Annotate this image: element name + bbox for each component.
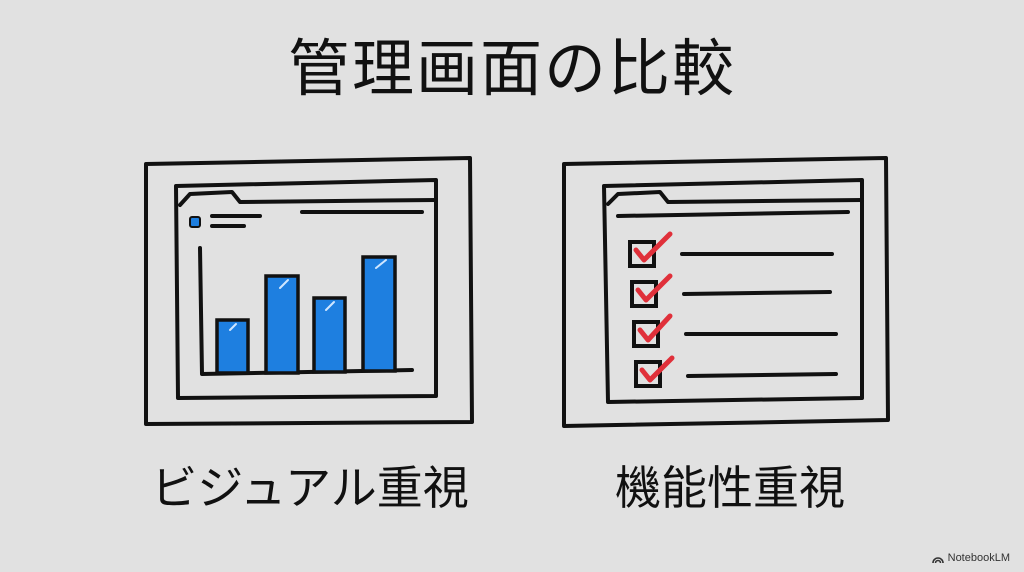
bar-chart-window-icon [144, 156, 474, 426]
checkbox-3 [632, 320, 660, 348]
visual-dashboard-illustration [140, 150, 480, 430]
checkbox-2 [630, 280, 658, 308]
checkbox-1 [628, 240, 656, 268]
notebooklm-watermark: NotebookLM [931, 552, 1010, 564]
brand-label: NotebookLM [947, 552, 1010, 564]
bar-4 [361, 255, 397, 373]
check-mark-4 [639, 355, 675, 383]
bar-3 [312, 296, 347, 374]
page-title: 管理画面の比較 [287, 32, 736, 105]
bar-2 [264, 274, 300, 375]
notebooklm-logo-icon [931, 556, 944, 563]
visual-caption: ビジュアル重視 [151, 461, 469, 515]
check-mark-2 [635, 273, 673, 303]
functional-dashboard-illustration [550, 150, 900, 430]
checklist-window-icon [562, 156, 890, 428]
functional-caption: 機能性重視 [615, 461, 845, 515]
check-mark-3 [637, 313, 673, 343]
window-icon-square [189, 216, 201, 228]
check-mark-1 [633, 231, 673, 263]
checkbox-4 [634, 360, 662, 388]
